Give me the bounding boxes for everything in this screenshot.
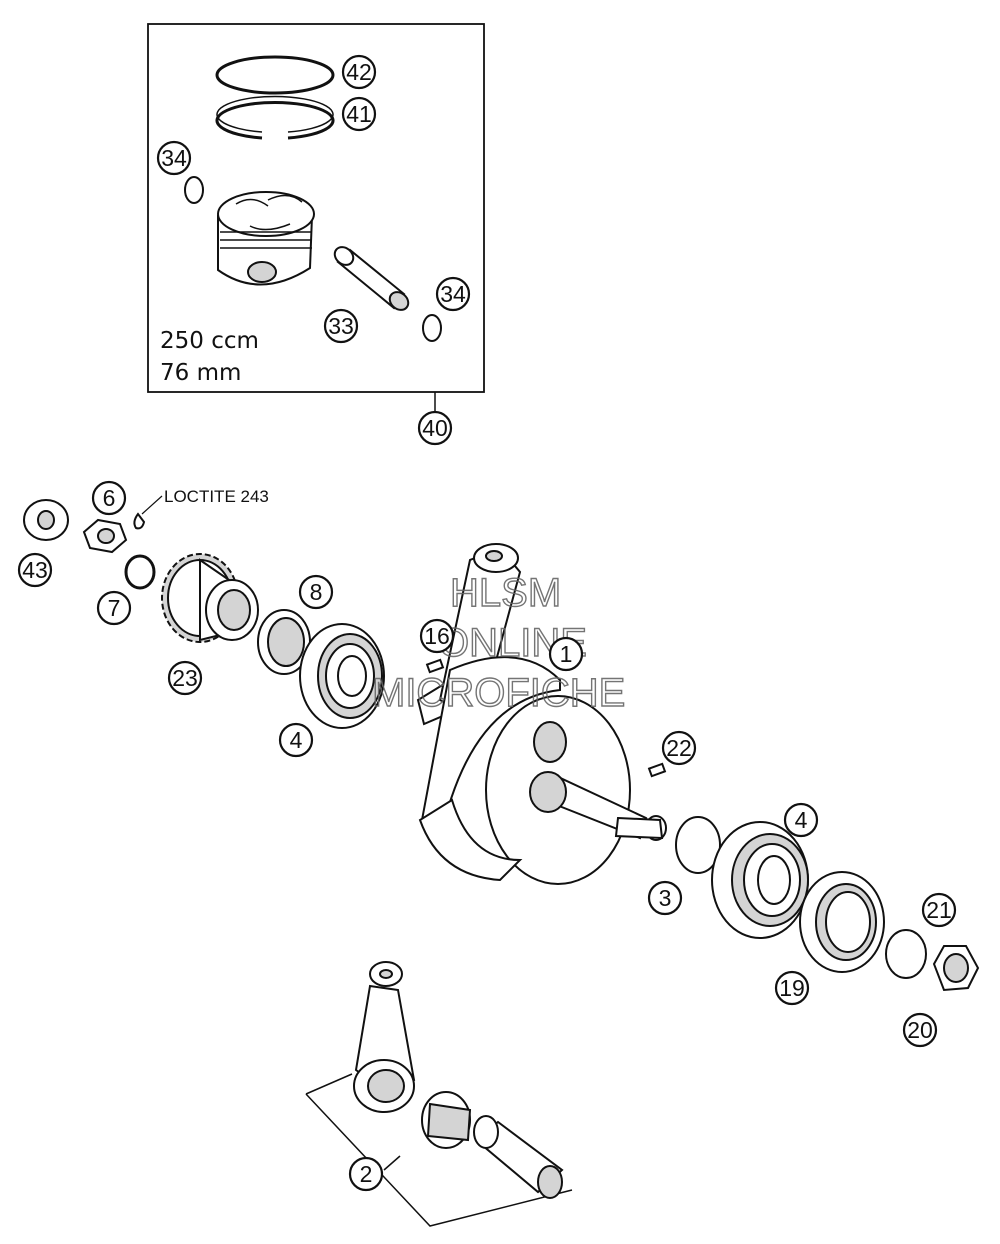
- callout-33: 33: [323, 308, 359, 344]
- shim-3: [675, 816, 721, 874]
- callout-40: 40: [417, 410, 453, 446]
- callout-22: 22: [661, 730, 697, 766]
- watermark: HLSM ONLINE MICROFICHE: [371, 570, 626, 715]
- callout-43: 43: [17, 552, 53, 588]
- callout-23: 23: [167, 660, 203, 696]
- circlip-right: [422, 314, 442, 342]
- svg-text:34: 34: [161, 145, 187, 171]
- callout-34-right: 34: [435, 276, 471, 312]
- watermark-line3: MICROFICHE: [372, 671, 625, 715]
- callout-2: 2: [348, 1156, 384, 1192]
- loctite-drop: [133, 512, 146, 530]
- callout-8: 8: [298, 574, 334, 610]
- callout-4-right: 4: [783, 802, 819, 838]
- svg-text:22: 22: [666, 735, 692, 761]
- piston-ring-second: [215, 95, 335, 140]
- svg-text:33: 33: [328, 313, 354, 339]
- svg-text:7: 7: [108, 595, 121, 621]
- woodruff-key-22: [647, 762, 667, 778]
- conrod-kit-2: [305, 961, 573, 1227]
- svg-text:21: 21: [926, 897, 952, 923]
- loctite-leader: [141, 495, 163, 515]
- loctite-note: LOCTITE 243: [164, 487, 269, 506]
- callout-7: 7: [96, 590, 132, 626]
- svg-text:41: 41: [346, 101, 372, 127]
- svg-text:42: 42: [346, 59, 372, 85]
- callout-16: 16: [419, 618, 455, 654]
- svg-text:43: 43: [22, 557, 48, 583]
- svg-text:2: 2: [360, 1161, 373, 1187]
- piston-bore: 76 mm: [160, 360, 241, 386]
- woodruff-key-16: [425, 658, 445, 674]
- svg-text:20: 20: [907, 1017, 933, 1043]
- svg-text:4: 4: [795, 807, 808, 833]
- callout-6: 6: [91, 480, 127, 516]
- svg-text:3: 3: [659, 885, 672, 911]
- callout-1: 1: [548, 636, 584, 672]
- hex-nut-6: [82, 518, 128, 554]
- callout-42: 42: [341, 54, 377, 90]
- watermark-line1: HLSM: [450, 571, 561, 615]
- hex-nut-20: [932, 945, 980, 992]
- svg-text:4: 4: [290, 727, 303, 753]
- piston-pin: [333, 246, 410, 311]
- svg-text:1: 1: [560, 641, 573, 667]
- washer-21: [885, 929, 927, 979]
- callout-19: 19: [774, 970, 810, 1006]
- callout-41: 41: [341, 96, 377, 132]
- callout-21: 21: [921, 892, 957, 928]
- shaft-seal-8: [257, 609, 311, 675]
- bearing-4-right: [711, 821, 809, 939]
- bearing-4-left: [299, 623, 385, 729]
- svg-text:8: 8: [310, 579, 323, 605]
- circlip-left: [184, 176, 204, 204]
- leader-2: [383, 1155, 401, 1171]
- svg-text:40: 40: [422, 415, 448, 441]
- shaft-seal-19: [799, 871, 885, 973]
- callout-4-left: 4: [278, 722, 314, 758]
- crankshaft-1: [416, 543, 667, 885]
- primary-gear-23: [161, 553, 259, 643]
- svg-text:23: 23: [172, 665, 198, 691]
- spacer-ring-43: [23, 499, 69, 541]
- piston-displacement: 250 ccm: [160, 328, 259, 354]
- piston-kit-frame: [147, 23, 485, 393]
- piston: [217, 191, 315, 286]
- svg-text:16: 16: [424, 623, 450, 649]
- callout-34-left: 34: [156, 140, 192, 176]
- piston-ring-top: [215, 55, 335, 95]
- svg-text:6: 6: [103, 485, 116, 511]
- callout-3: 3: [647, 880, 683, 916]
- svg-text:34: 34: [440, 281, 466, 307]
- svg-text:19: 19: [779, 975, 805, 1001]
- lock-washer-7: [124, 554, 156, 590]
- callout-20: 20: [902, 1012, 938, 1048]
